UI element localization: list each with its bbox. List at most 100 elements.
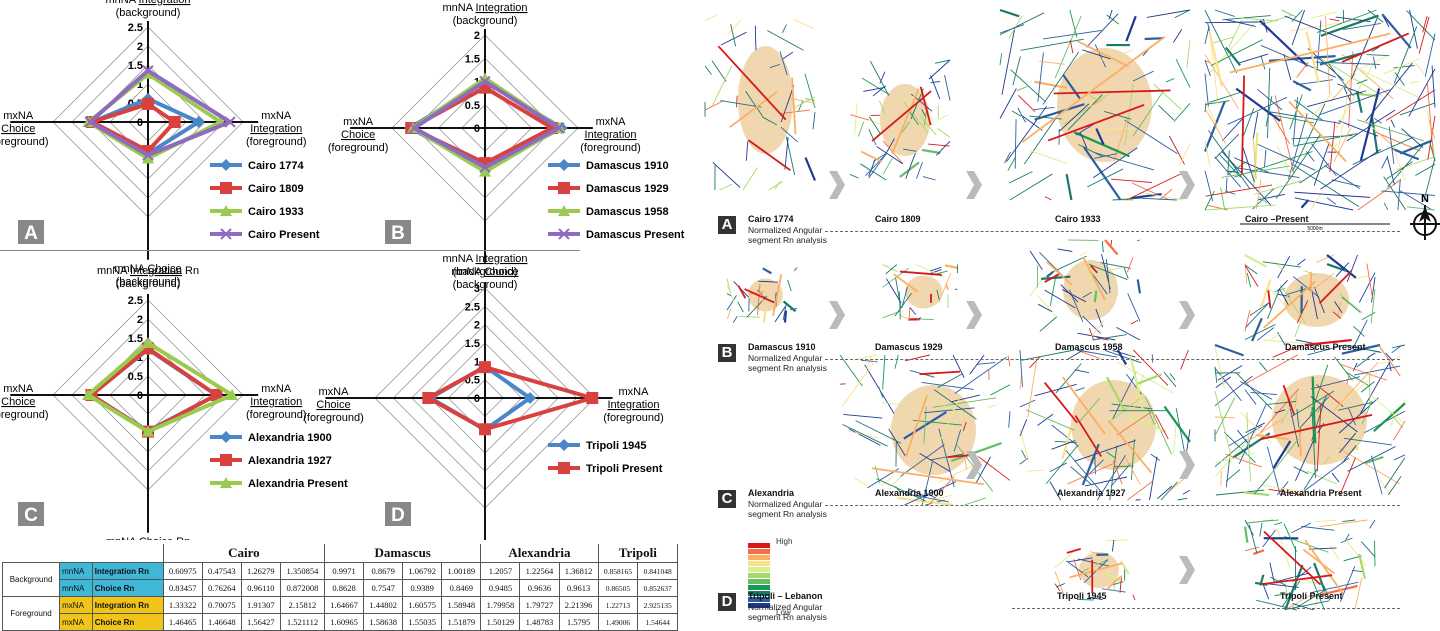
street-segment: [1253, 550, 1264, 554]
street-segment: [1335, 357, 1353, 380]
north-label: N: [1421, 193, 1429, 205]
data-point: [558, 439, 570, 451]
street-segment: [932, 117, 933, 126]
street-segment: [883, 158, 892, 174]
axis-label-part: (foreground): [0, 409, 49, 421]
data-point: [220, 431, 232, 443]
panel-letter-text: D: [391, 505, 405, 526]
axis-label-part: Integration: [585, 129, 637, 141]
street-segment: [1045, 197, 1051, 200]
street-segment: [1293, 97, 1297, 145]
street-segment: [1247, 273, 1250, 287]
map-a-2: [1000, 10, 1190, 200]
table-cell: 1.79958: [481, 597, 520, 614]
axis-label-part: (background): [453, 266, 518, 278]
axis-label-part: Integration: [476, 253, 528, 265]
panel-letter-text: A: [24, 223, 38, 244]
street-segment: [936, 141, 950, 155]
street-segment: [1293, 81, 1311, 90]
street-segment: [1040, 317, 1057, 332]
street-segment: [1268, 68, 1270, 138]
legend-swatch: [748, 561, 770, 566]
panel-letter: B: [385, 220, 411, 244]
street-segment: [1017, 86, 1028, 90]
street-segment: [769, 181, 783, 190]
street-segment: [755, 26, 756, 51]
map-b-0: [727, 268, 797, 323]
street-segment: [900, 315, 910, 319]
table-cell: 1.49006: [598, 614, 638, 631]
street-segment: [1245, 520, 1278, 523]
street-segment: [1131, 194, 1161, 198]
street-segment: [788, 280, 792, 291]
axis-label-part: Integration: [608, 399, 660, 411]
data-point: [220, 454, 232, 466]
axis-label-part: Integration: [130, 265, 182, 277]
street-segment: [1011, 70, 1046, 102]
street-segment: [1183, 490, 1190, 494]
series-damascus-1929: [405, 82, 558, 169]
street-segment: [1205, 22, 1263, 23]
table-cell: 0.872008: [280, 580, 324, 597]
table-cell: 0.60975: [163, 563, 202, 580]
street-segment: [1415, 63, 1423, 73]
street-segment: [1369, 520, 1375, 528]
street-segment: [1058, 249, 1073, 252]
street-segment: [1112, 540, 1114, 551]
data-point: [558, 182, 570, 194]
street-segment: [1278, 332, 1286, 345]
street-segment: [1150, 457, 1158, 500]
street-segment: [977, 363, 995, 365]
map-label: Cairo 1809: [875, 214, 921, 224]
metric-name: Integration Rn: [92, 597, 163, 614]
street-segment: [727, 294, 731, 296]
street-segment: [1000, 53, 1002, 65]
main-street: [861, 152, 881, 162]
street-segment: [1291, 523, 1310, 533]
table-cell: 1.91307: [241, 597, 280, 614]
tick-label: 0.5: [128, 371, 143, 383]
map-row-title: Cairo 1774: [748, 214, 794, 224]
street-segment: [879, 386, 883, 397]
metric-name: Integration Rn: [92, 563, 163, 580]
tick-label: 3: [474, 283, 480, 295]
street-segment: [849, 429, 881, 446]
north-arrow: N: [1410, 193, 1440, 240]
street-segment: [1297, 62, 1309, 77]
axis-label-part: mxNA: [3, 110, 34, 122]
street-segment: [1379, 345, 1401, 376]
street-segment: [955, 357, 1007, 393]
table-cell: 1.64667: [325, 597, 364, 614]
legend-label: Cairo 1774: [248, 160, 305, 172]
map-label: Damascus Present: [1285, 342, 1366, 352]
street-segment: [1115, 466, 1133, 467]
panel-letter-text: B: [391, 223, 405, 244]
street-segment: [731, 24, 736, 46]
street-segment: [1332, 180, 1361, 187]
street-segment: [728, 20, 741, 33]
axis-label-part: Choice: [139, 536, 173, 540]
table-cell: 0.9485: [481, 580, 520, 597]
axis-label-part: mnNA Integration Rn: [97, 265, 199, 277]
map-panel-letter: C: [718, 490, 736, 508]
series-line: [91, 348, 216, 431]
street-segment: [1075, 370, 1089, 373]
street-segment: [1245, 310, 1250, 331]
table-cell: 0.76264: [202, 580, 241, 597]
axis-label-part: Integration: [250, 396, 302, 408]
street-segment: [910, 307, 916, 314]
street-segment: [869, 117, 881, 135]
street-segment: [1010, 174, 1052, 200]
axis-label-part: Choice: [1, 123, 35, 135]
legend-low-label: Low: [776, 608, 791, 617]
axis-label-part: mxNA: [261, 383, 292, 395]
axis-label-part: mnNA Choice Rn: [106, 536, 190, 540]
street-segment: [1222, 152, 1270, 205]
street-segment: [1285, 16, 1354, 43]
main-street: [1311, 272, 1312, 293]
